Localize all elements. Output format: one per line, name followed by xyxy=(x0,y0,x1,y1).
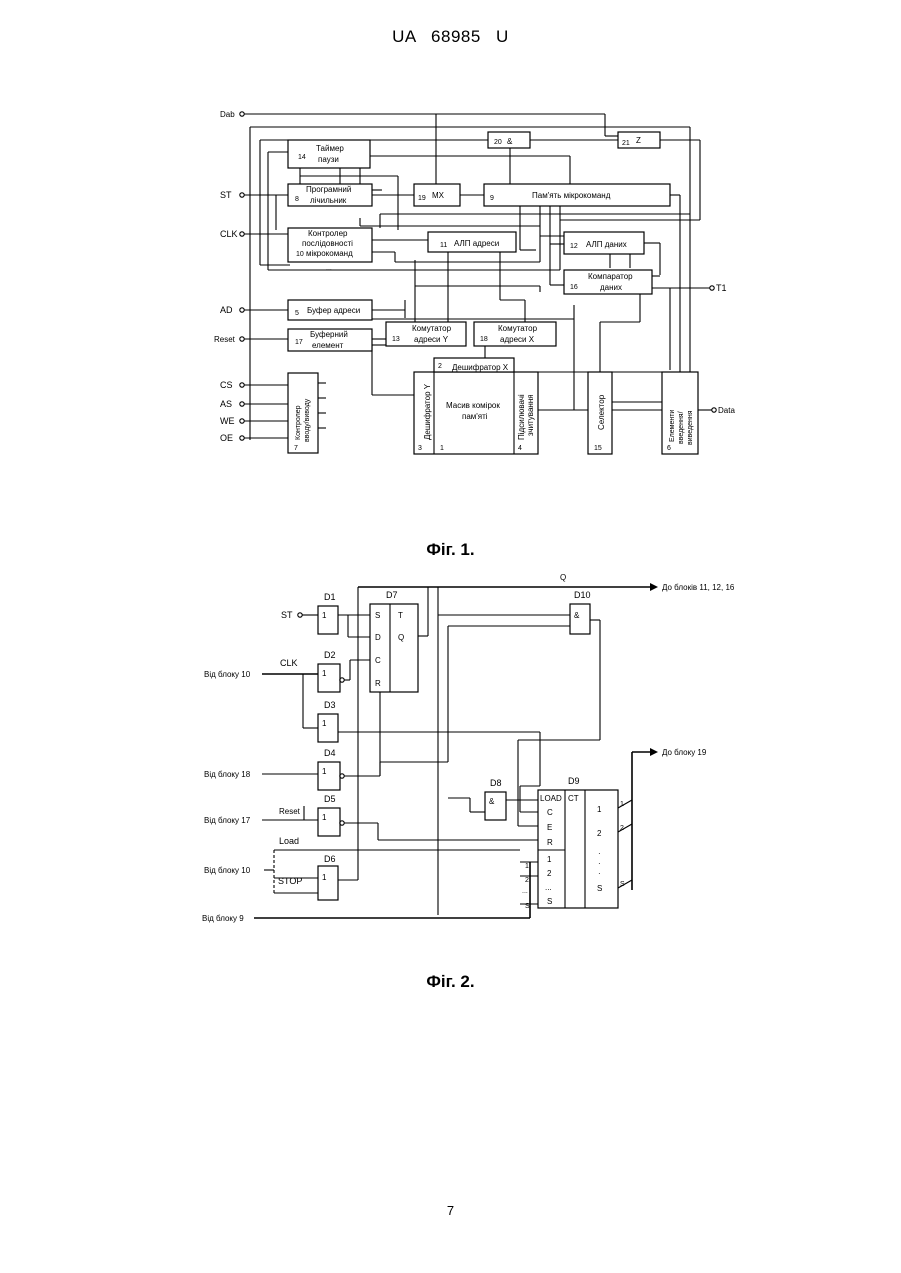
source-block-18: Від блоку 18 xyxy=(204,770,251,779)
svg-text:Q: Q xyxy=(398,633,404,642)
svg-text:D4: D4 xyxy=(324,748,336,758)
source-block-9: Від блоку 9 xyxy=(202,914,244,923)
gate-d2: D2 1 xyxy=(318,650,344,692)
page-number: 7 xyxy=(0,1203,901,1218)
svg-text:1: 1 xyxy=(322,611,327,620)
svg-text:1: 1 xyxy=(620,801,624,808)
svg-text:S: S xyxy=(547,897,552,906)
gate-d8: D8 & xyxy=(485,778,506,820)
svg-text:S: S xyxy=(375,611,380,620)
svg-text:1: 1 xyxy=(322,813,327,822)
svg-text:...: ... xyxy=(522,888,528,895)
gate-d3: D3 1 xyxy=(318,700,338,742)
svg-text:&: & xyxy=(489,797,495,806)
svg-text:2: 2 xyxy=(525,877,529,884)
svg-text:1: 1 xyxy=(525,863,529,870)
gate-d5: D5 1 xyxy=(318,794,344,836)
svg-text:·: · xyxy=(598,859,601,868)
source-block-10: Від блоку 10 xyxy=(204,670,251,679)
svg-text:S: S xyxy=(597,884,602,893)
svg-text:·: · xyxy=(598,849,601,858)
svg-text:LOAD: LOAD xyxy=(540,794,562,803)
dest-blocks-11-12-16: До блоків 11, 12, 16 xyxy=(662,583,735,592)
svg-text:2: 2 xyxy=(620,825,624,832)
signal-load: Load xyxy=(279,836,299,846)
svg-text:D: D xyxy=(375,633,381,642)
signal-reset: Reset xyxy=(279,807,301,816)
svg-text:1: 1 xyxy=(322,719,327,728)
svg-text:D6: D6 xyxy=(324,854,336,864)
svg-text:T: T xyxy=(398,611,403,620)
gate-d6: D6 1 xyxy=(318,854,338,900)
gate-d10: D10 & xyxy=(570,590,591,634)
svg-text:...: ... xyxy=(545,883,552,892)
svg-text:CT: CT xyxy=(568,794,579,803)
svg-text:S: S xyxy=(620,881,625,888)
svg-text:D9: D9 xyxy=(568,776,580,786)
source-block-17: Від блоку 17 xyxy=(204,816,251,825)
signal-clk: CLK xyxy=(280,658,298,668)
svg-text:D8: D8 xyxy=(490,778,502,788)
svg-text:D7: D7 xyxy=(386,590,398,600)
svg-text:D1: D1 xyxy=(324,592,336,602)
svg-text:D10: D10 xyxy=(574,590,591,600)
svg-text:R: R xyxy=(547,838,553,847)
svg-text:&: & xyxy=(574,611,580,620)
svg-text:C: C xyxy=(375,656,381,665)
svg-text:2: 2 xyxy=(547,869,552,878)
svg-text:E: E xyxy=(547,823,552,832)
svg-text:1: 1 xyxy=(322,669,327,678)
dest-block-19: До блоку 19 xyxy=(662,748,707,757)
source-block-10b: Від блоку 10 xyxy=(204,866,251,875)
signal-stop: STOP xyxy=(278,876,302,886)
svg-text:D2: D2 xyxy=(324,650,336,660)
svg-text:C: C xyxy=(547,808,553,817)
svg-text:1: 1 xyxy=(322,873,327,882)
svg-text:1: 1 xyxy=(597,805,602,814)
svg-text:2: 2 xyxy=(597,829,602,838)
figure-2-caption: Фіг. 2. xyxy=(0,972,901,992)
gate-d4: D4 1 xyxy=(318,748,344,790)
signal-st: ST xyxy=(281,610,293,620)
svg-text:·: · xyxy=(598,869,601,878)
svg-text:1: 1 xyxy=(322,767,327,776)
signal-q: Q xyxy=(560,573,566,582)
svg-text:1: 1 xyxy=(547,855,552,864)
flipflop-d7: D7 S D C R T Q xyxy=(370,590,418,692)
svg-text:D5: D5 xyxy=(324,794,336,804)
svg-text:D3: D3 xyxy=(324,700,336,710)
gate-d1: D1 1 xyxy=(318,592,338,634)
counter-d9: D9 LOAD C E R CT 1 2 ... S 1 2 · · · S xyxy=(538,776,618,908)
svg-text:R: R xyxy=(375,679,381,688)
svg-text:S: S xyxy=(525,903,530,910)
